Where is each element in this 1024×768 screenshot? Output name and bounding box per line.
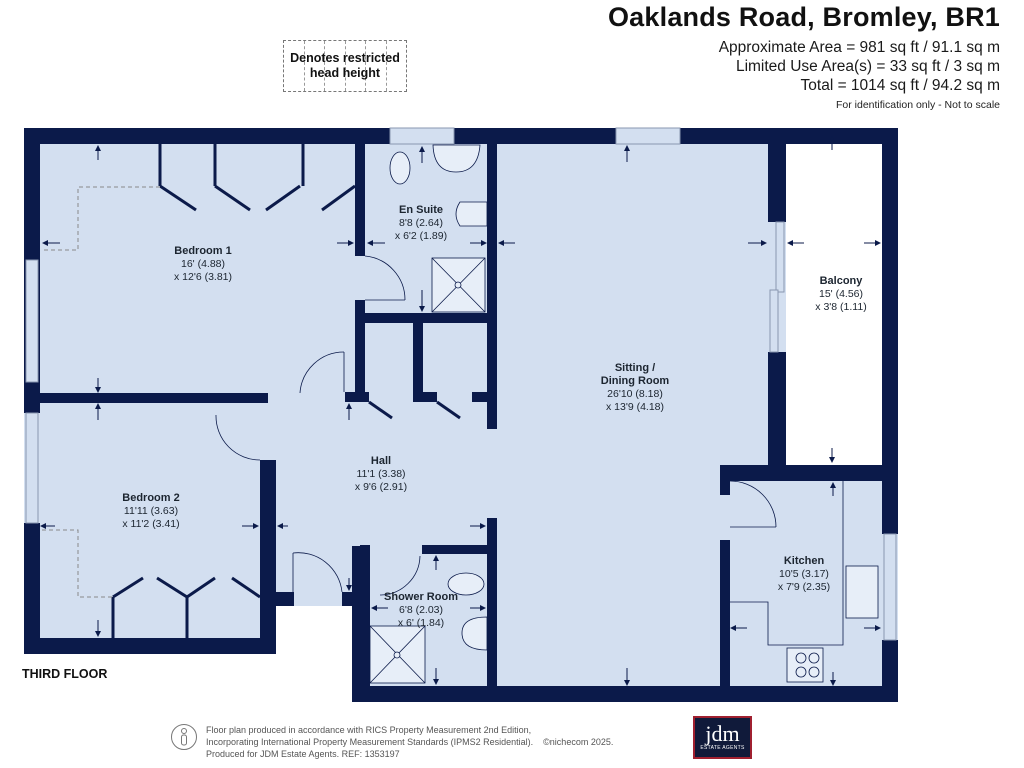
approximate-area: Approximate Area = 981 sq ft / 91.1 sq m: [718, 39, 1000, 56]
door-swings: [215, 255, 777, 596]
dashed-grid-icon: [284, 41, 406, 91]
floor-level-label: THIRD FLOOR: [22, 667, 108, 681]
room-label-hall: Hall 11'1 (3.38) x 9'6 (2.91): [354, 455, 408, 493]
kitchen-sink-icon: [845, 565, 879, 619]
fixtures: [369, 144, 879, 684]
logo-subtitle: ESTATE AGENTS: [700, 745, 745, 751]
room-label-bedroom-2: Bedroom 2 11'11 (3.63) x 11'2 (3.41): [122, 492, 180, 530]
shower-room-basin-icon: [461, 616, 488, 651]
measurement-arrows: [40, 136, 881, 686]
footer-line-1: Floor plan produced in accordance with R…: [206, 725, 532, 735]
logo-brand: jdm: [705, 721, 740, 746]
limited-use-area: Limited Use Area(s) = 33 sq ft / 3 sq m: [735, 58, 1000, 75]
copyright: ©nichecom 2025.: [543, 737, 614, 747]
scale-disclaimer: For identification only - Not to scale: [836, 99, 1000, 111]
walls: [24, 128, 898, 702]
room-label-kitchen: Kitchen 10'5 (3.17) x 7'9 (2.35): [777, 555, 831, 593]
restricted-height-legend: Denotes restricted head height: [283, 40, 407, 92]
footer-line-3: Produced for JDM Estate Agents. REF: 135…: [206, 749, 400, 759]
wardrobes: [111, 144, 461, 638]
area-summary: Approximate Area = 981 sq ft / 91.1 sq m…: [719, 38, 1000, 95]
property-title: Oaklands Road, Bromley, BR1: [607, 2, 1000, 32]
balcony-area: [786, 135, 892, 465]
total-area: Total = 1014 sq ft / 94.2 sq m: [800, 77, 1000, 94]
room-label-shower-room: Shower Room 6'8 (2.03) x 6' (1.84): [384, 591, 458, 629]
outside-area: [20, 606, 354, 712]
restricted-height-outline: [42, 186, 160, 598]
footer-line-2: Incorporating International Property Mea…: [206, 737, 534, 747]
room-label-bedroom-1: Bedroom 1 16' (4.88) x 12'6 (3.81): [173, 245, 233, 283]
legend-line-2: head height: [309, 66, 381, 80]
ensuite-bidet-icon: [455, 201, 488, 227]
windows: [25, 127, 897, 641]
room-label-en-suite: En Suite 8'8 (2.64) x 6'2 (1.89): [394, 204, 448, 242]
room-label-balcony: Balcony 15' (4.56) x 3'8 (1.11): [815, 275, 867, 313]
shower-room-toilet-icon: [447, 572, 485, 596]
measurement-footer: Floor plan produced in accordance with R…: [206, 724, 613, 760]
person-icon: [171, 724, 197, 750]
hob-icon: [786, 647, 824, 683]
kitchen-worktop: [730, 481, 844, 646]
legend-line-1: Denotes restricted: [290, 51, 400, 65]
room-label-sitting-dining-room: Sitting / Dining Room 26'10 (8.18) x 13'…: [600, 362, 670, 413]
jdm-logo: jdm ESTATE AGENTS: [693, 716, 752, 759]
ensuite-basin-icon: [432, 144, 481, 173]
ensuite-toilet-icon: [389, 151, 411, 185]
